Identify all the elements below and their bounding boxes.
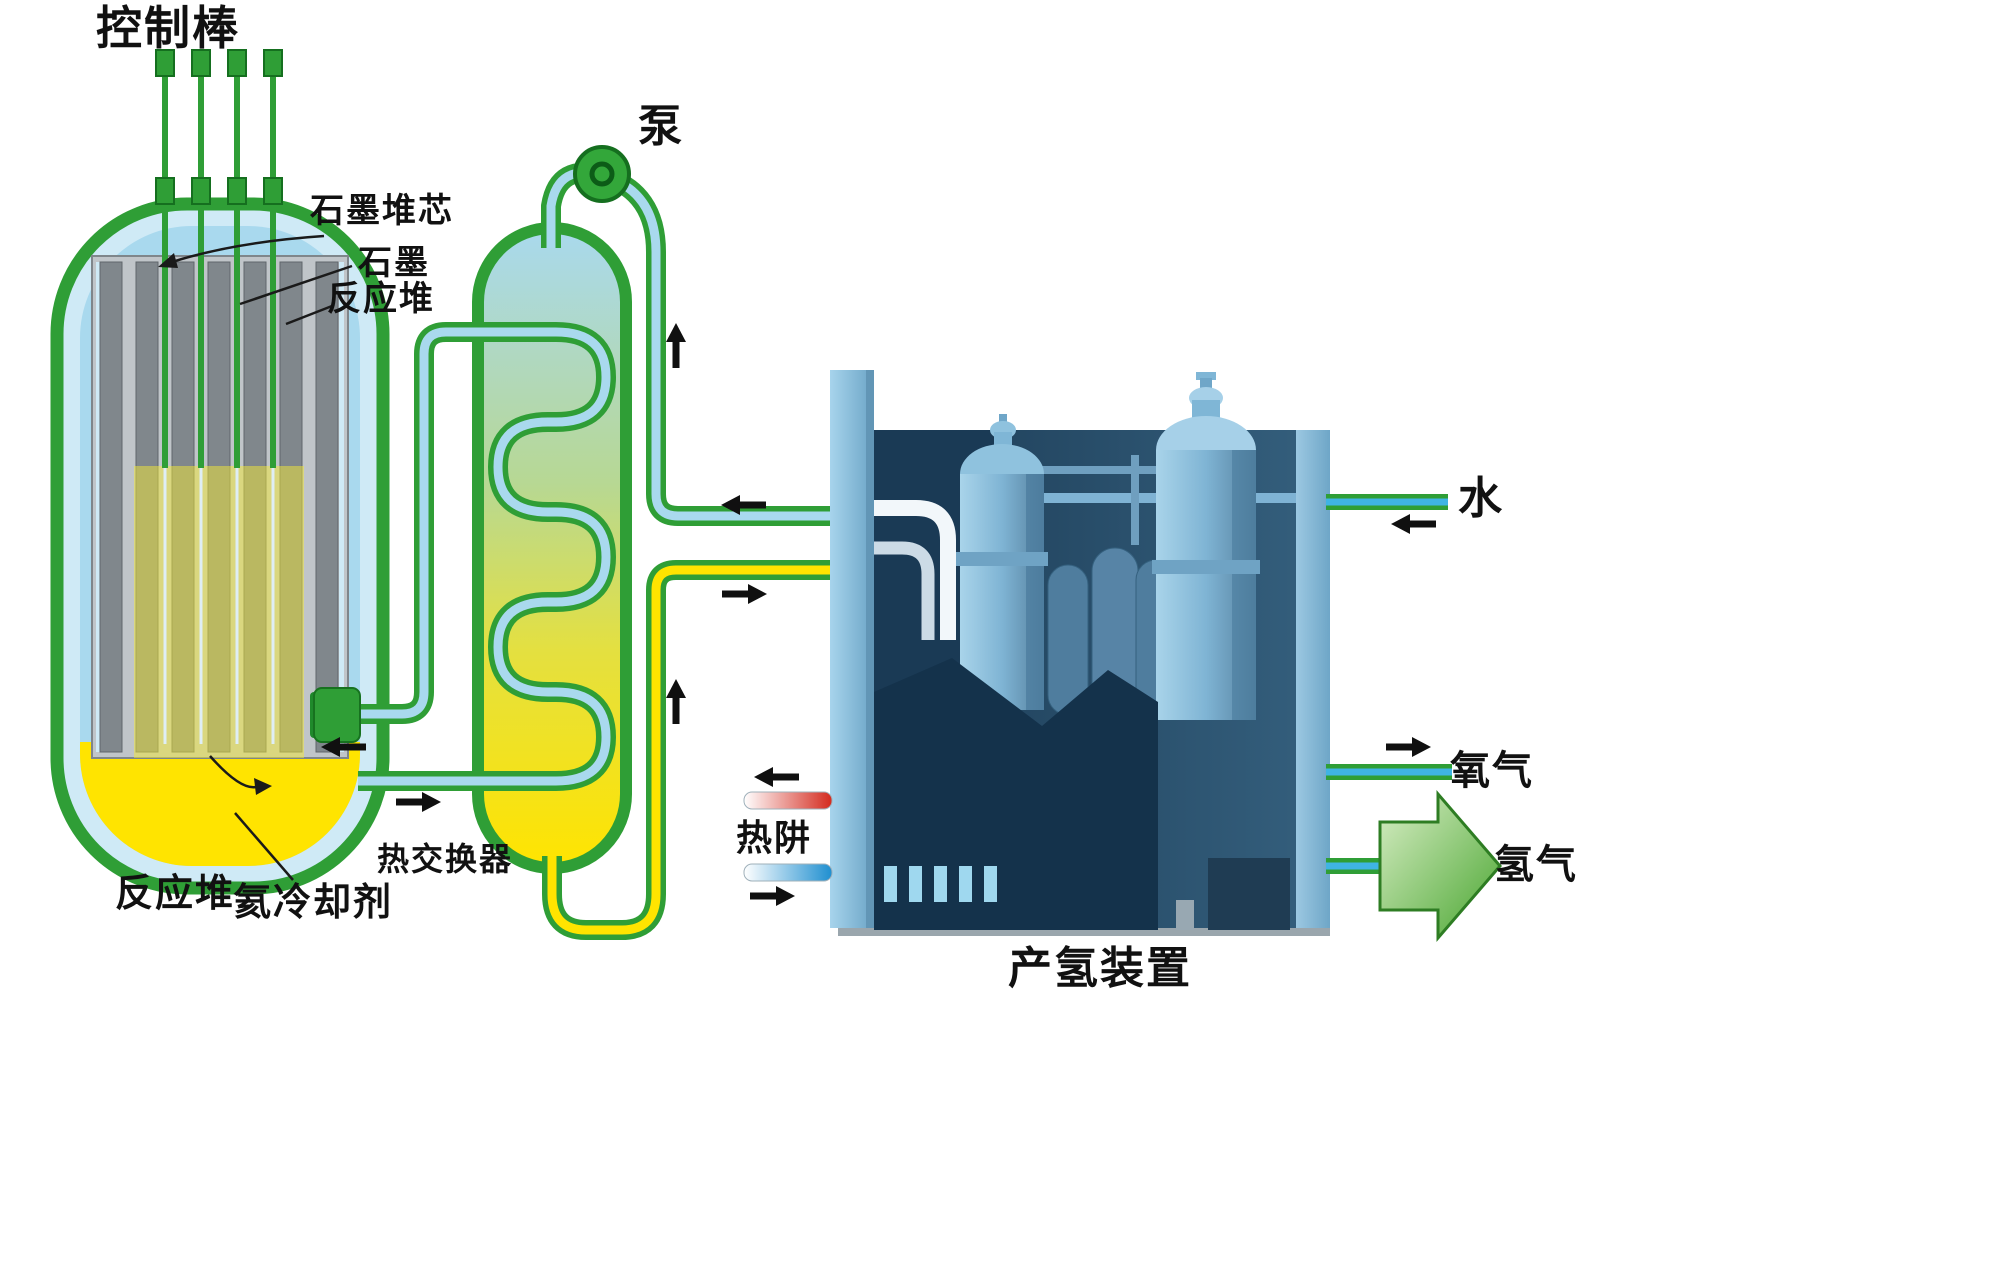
flow-arrow-riser-up — [666, 323, 686, 368]
flow-arrow-cold-to-exchanger — [721, 495, 766, 515]
building-step — [1176, 900, 1194, 930]
control-rod — [155, 49, 175, 744]
primary-coolant-loop — [344, 322, 616, 791]
heat-sink-hot-pipe — [743, 791, 833, 810]
label-oxygen: 氧气 — [1450, 748, 1534, 794]
flow-arrow-reactor-outlet — [396, 792, 441, 812]
building-window-slats — [884, 866, 997, 902]
label-water: 水 — [1458, 473, 1504, 524]
label-graphite-core: 石墨堆芯 — [310, 191, 454, 231]
label-control-rods: 控制棒 — [96, 1, 240, 55]
flow-arrow-water-in — [1391, 514, 1436, 534]
control-rods — [155, 49, 283, 744]
heat-sink-cold-pipe — [743, 863, 833, 882]
flow-arrow-hot-to-plant — [722, 584, 767, 604]
core-heat-glow — [134, 466, 304, 758]
flow-arrow-hot-riser-up — [666, 679, 686, 724]
label-heat-exchanger: 热交换器 — [377, 840, 514, 878]
label-leader-lines — [158, 234, 353, 881]
label-graphite-line1: 石墨 — [358, 243, 430, 283]
process-vessel-right — [1152, 372, 1260, 720]
building-door — [1208, 858, 1290, 930]
flow-arrow-oxygen-out — [1386, 737, 1431, 757]
label-helium-coolant: 氦冷却剂 — [233, 880, 394, 924]
secondary-hot-pipe — [542, 560, 840, 940]
control-rod — [263, 49, 283, 744]
flow-arrow-heatsink-return — [750, 886, 795, 906]
flow-arrow-into-reactor — [321, 737, 366, 757]
graphite-core — [91, 255, 349, 759]
building-right-pillar — [1296, 430, 1330, 928]
flow-arrow-heatsink-out — [754, 767, 799, 787]
process-vessel-left — [956, 414, 1048, 710]
label-hydrogen: 氢气 — [1494, 842, 1578, 888]
label-heat-sink: 热阱 — [736, 818, 813, 859]
hydrogen-flow-arrow — [1378, 789, 1502, 943]
pump — [573, 145, 631, 203]
label-reactor: 反应堆 — [115, 871, 236, 915]
reactor-vessel — [50, 197, 390, 895]
label-hydrogen-plant: 产氢装置 — [1008, 943, 1192, 994]
building-foreground-structure — [874, 658, 1158, 930]
building-white-pipes — [874, 500, 956, 640]
control-rod — [227, 49, 247, 744]
control-rod — [191, 49, 211, 744]
label-pump: 泵 — [638, 101, 684, 152]
hydrogen-plant-building — [830, 370, 1330, 936]
secondary-cold-pipe — [541, 162, 840, 526]
label-graphite-line2: 反应堆 — [327, 279, 435, 319]
reactor-port-flange — [310, 687, 361, 743]
